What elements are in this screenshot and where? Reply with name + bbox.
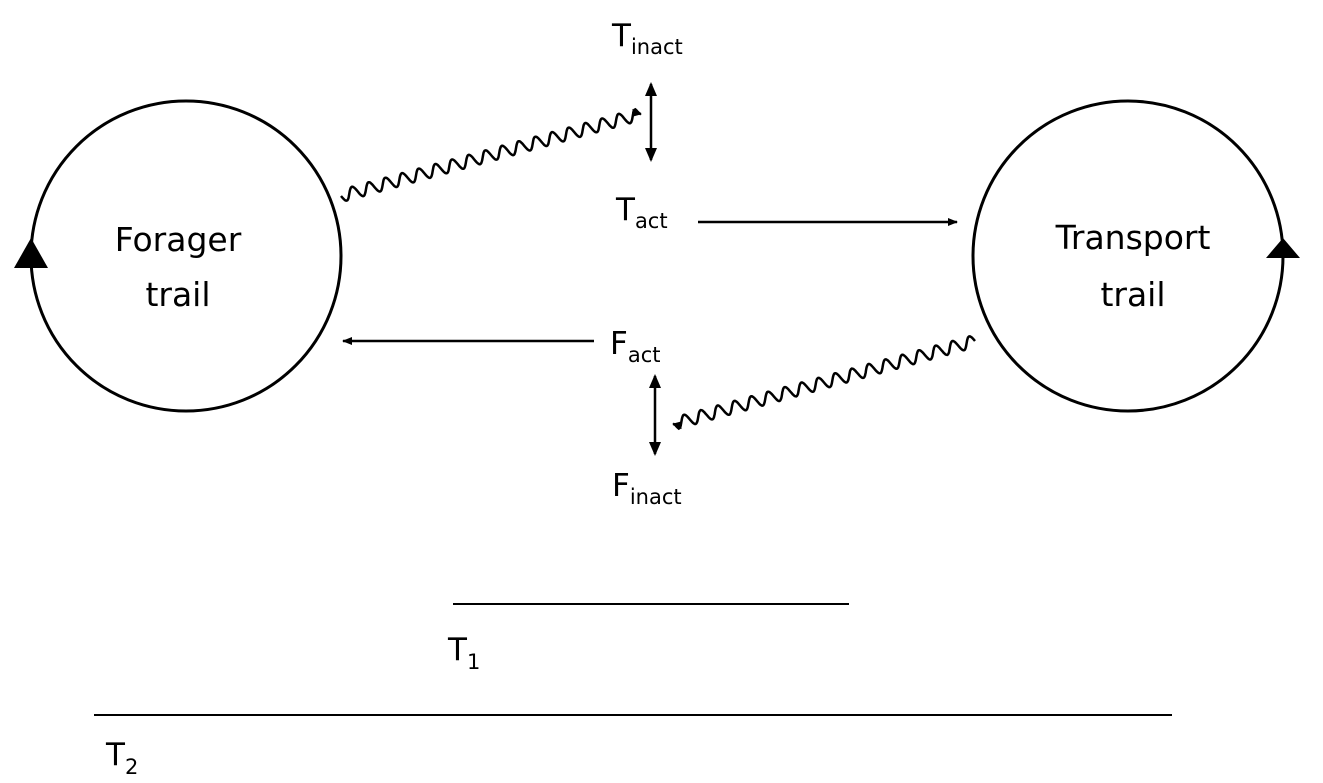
f-double-arrow-bottom-head: [649, 442, 661, 456]
forager-trail-label: Forager: [115, 220, 242, 259]
t2-sub: 2: [125, 755, 138, 779]
f-inact-label: Finact: [612, 468, 682, 509]
t-double-arrow-top-head: [645, 82, 657, 96]
f-double-arrow-top-head: [649, 374, 661, 388]
f-inact-base: F: [612, 468, 630, 504]
forager-label-line2: trail: [145, 275, 210, 314]
t-act-sub: act: [635, 209, 668, 233]
f-act-base: F: [610, 326, 628, 362]
transport-trail-label-2: trail: [1100, 275, 1165, 314]
t-inact-base: T: [611, 18, 632, 54]
t-inact-label: Tinact: [611, 18, 683, 59]
t1-sub: 1: [467, 650, 480, 674]
t1-label: T1: [447, 632, 480, 674]
forager-cycle-arrowhead: [14, 238, 48, 268]
forager-label-line1: Forager: [115, 220, 242, 259]
t2-base: T: [105, 737, 126, 773]
forager-trail-label-2: trail: [145, 275, 210, 314]
transport-cycle-arrowhead: [1266, 238, 1300, 258]
t1-base: T: [447, 632, 468, 668]
transport-label-line2: trail: [1100, 275, 1165, 314]
f-act-label: Fact: [610, 326, 661, 367]
t-double-arrow-bottom-head: [645, 148, 657, 162]
t-act-label: Tact: [615, 192, 668, 233]
transport-label-line1: Transport: [1055, 218, 1211, 257]
transport-to-f-inact-wavy-arrow: [672, 335, 976, 431]
f-inact-sub: inact: [630, 485, 682, 509]
f-act-sub: act: [628, 343, 661, 367]
t2-label: T2: [105, 737, 138, 779]
t-inact-sub: inact: [631, 35, 683, 59]
forager-to-t-inact-wavy-arrow: [340, 107, 642, 202]
transport-trail-label: Transport: [1055, 218, 1211, 257]
t-act-base: T: [615, 192, 636, 228]
